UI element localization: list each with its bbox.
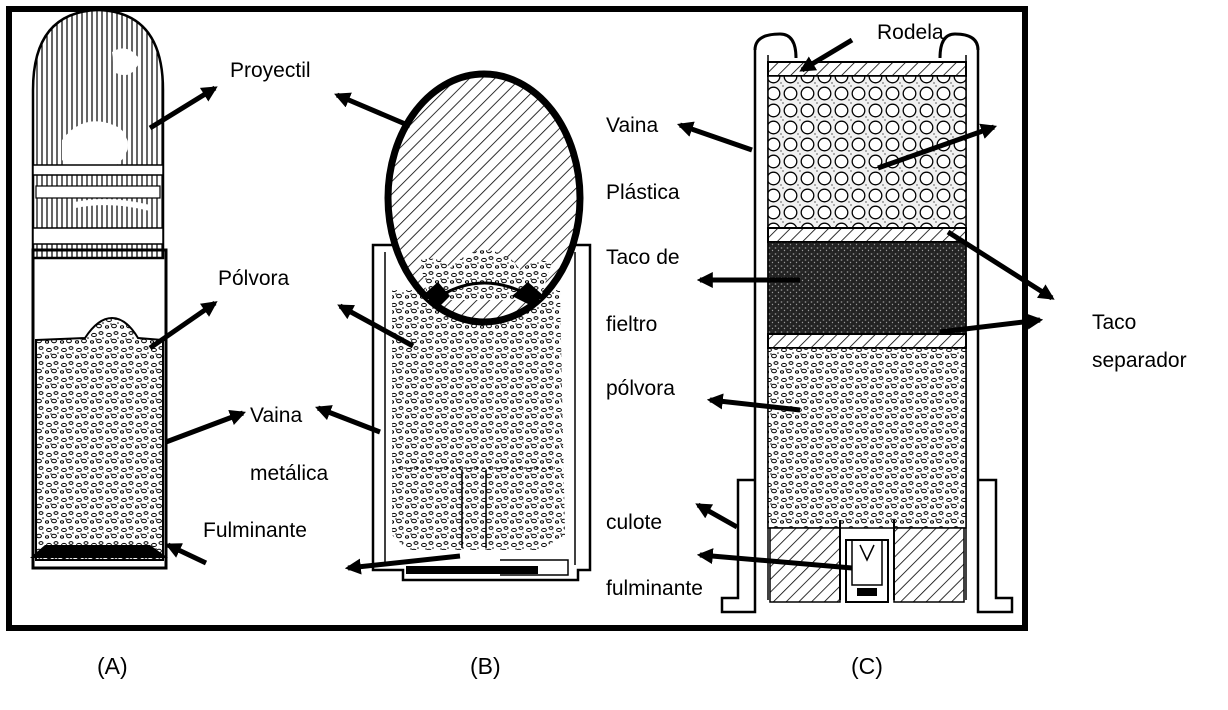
cartridge-c-rodela	[768, 62, 966, 76]
label-taco-fieltro-line1: Taco de	[606, 247, 680, 268]
cartridge-a-powder	[36, 318, 163, 560]
caption-b: (B)	[470, 655, 501, 678]
cartridge-a	[30, 10, 168, 568]
cartridge-b-powder	[392, 290, 565, 550]
arrow-b-proyectil	[337, 95, 410, 126]
label-taco-fieltro-line2: fieltro	[606, 314, 657, 335]
label-vaina-plastica-line2: Plástica	[606, 182, 680, 203]
cartridge-c	[722, 34, 1012, 612]
label-taco-separador-line2: separador	[1092, 350, 1187, 371]
label-fulminante-c: fulminante	[606, 578, 703, 599]
caption-c: (C)	[851, 655, 883, 678]
label-vaina-plastica-line1: Vaina	[606, 115, 658, 136]
label-taco-separador-line1: Taco	[1092, 312, 1136, 333]
arrow-a-fulminante	[168, 545, 206, 563]
arrow-c-culote	[698, 505, 737, 527]
label-polvora: Pólvora	[218, 268, 289, 289]
label-culote: culote	[606, 512, 662, 533]
cartridge-c-shot	[768, 76, 966, 228]
cartridge-c-felt-wad	[768, 242, 966, 334]
cartridge-c-case	[722, 50, 755, 612]
label-proyectil: Proyectil	[230, 60, 311, 81]
arrow-b-vaina	[318, 408, 380, 432]
arrow-a-polvora	[150, 303, 215, 348]
caption-a: (A)	[97, 655, 128, 678]
cartridge-b	[373, 74, 590, 580]
label-fulminante: Fulminante	[203, 520, 307, 541]
arrow-a-vaina	[166, 413, 243, 442]
label-polvora-c: pólvora	[606, 378, 675, 399]
label-vaina-line1: Vaina	[250, 405, 302, 426]
label-rodela: Rodela	[877, 22, 944, 43]
label-vaina-line2: metálica	[250, 463, 328, 484]
arrow-c-vaina	[680, 125, 752, 150]
cartridge-c-powder	[768, 348, 966, 528]
